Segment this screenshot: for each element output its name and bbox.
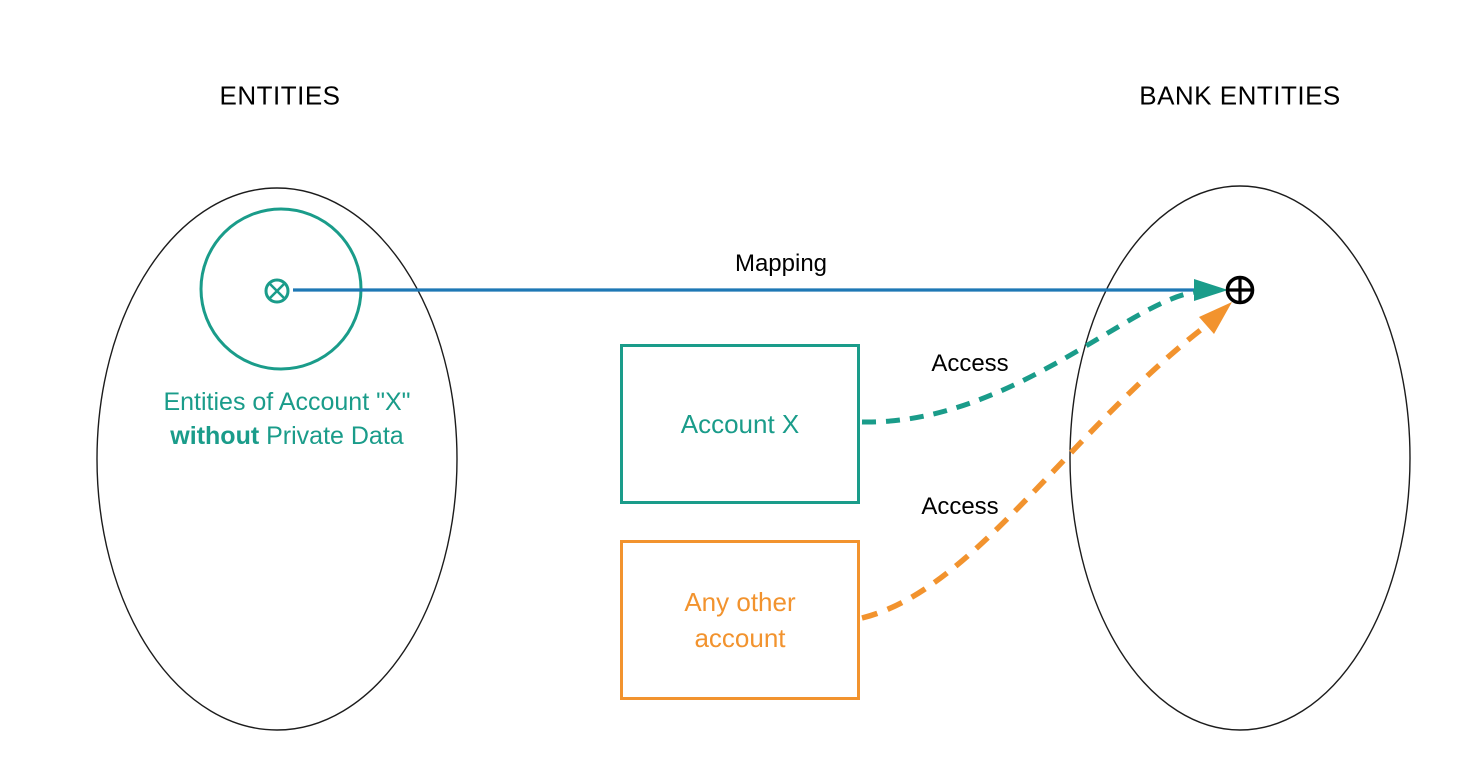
access-arrowhead-other-account [1199, 302, 1232, 334]
access-curve-account-x [861, 289, 1197, 425]
account-x-node: Account X [620, 344, 860, 504]
subset-caption: Entities of Account "X" without Private … [163, 385, 410, 453]
access-label-other-account: Access [921, 493, 999, 520]
bank-entities-set-ellipse [1069, 185, 1411, 731]
account-x-node-label: Account X [680, 408, 800, 439]
entities-title: ENTITIES [219, 80, 341, 111]
other-account-node: Any other account [620, 540, 860, 700]
access-label-account-x: Access [931, 350, 1009, 377]
mapping-label: Mapping [734, 250, 828, 277]
access-curve-other-account [861, 322, 1209, 621]
entities-set-ellipse [96, 187, 458, 731]
other-account-node-label: Any other account [684, 587, 796, 653]
subset-caption-without: without [170, 422, 260, 450]
subset-caption-line1: Entities of Account "X" [163, 388, 411, 416]
access-arrowhead-account-x [1194, 279, 1228, 301]
bank-entities-title: BANK ENTITIES [1139, 80, 1341, 111]
circled-plus-icon [1225, 275, 1255, 305]
circled-times-icon [264, 278, 290, 304]
subset-caption-line2-rest: Private Data [259, 422, 404, 450]
